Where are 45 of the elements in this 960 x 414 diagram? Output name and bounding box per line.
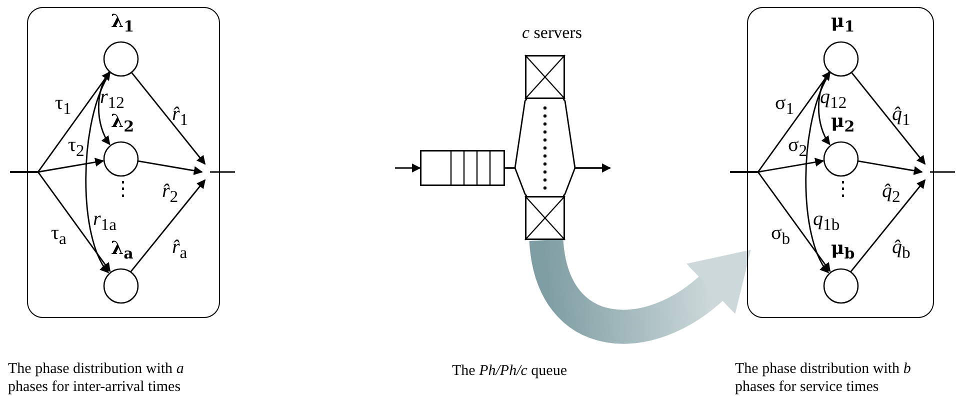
caption: The Ph/Ph/c queue (452, 362, 568, 380)
arrow (730, 171, 831, 272)
edge-label: r$_{1a}$ (93, 208, 117, 236)
edge-label: τ$_{1}$ (55, 92, 72, 120)
phase-panel (747, 7, 934, 318)
arrow (562, 164, 611, 196)
ellipsis: ⋮ (113, 178, 133, 200)
edge-label: r$_{12}$ (100, 86, 124, 114)
arrow (130, 70, 206, 165)
caption: The phase distribution with b phases for service times (735, 360, 912, 396)
phase-panel (27, 7, 220, 318)
arrow (850, 179, 926, 272)
arrow (395, 164, 421, 172)
edge-label: q̂$_{2}$ (882, 180, 900, 208)
rate-label: μ$_{2}$ (831, 111, 855, 138)
rate-label: μ$_{b}$ (831, 238, 855, 265)
arrow (10, 171, 111, 272)
edge-label: σ$_{1}$ (775, 92, 794, 120)
edge-label: τ$_{2}$ (68, 134, 84, 162)
arrow (130, 179, 206, 272)
arrow (136, 160, 203, 176)
rate-label: μ$_{1}$ (831, 11, 855, 38)
rate-label: λ$_{1}$ (111, 11, 134, 38)
caption: The phase distribution with a phases for inter-arrival times (8, 360, 185, 396)
arrow (98, 71, 110, 146)
edge-label: τ$_{a}$ (51, 222, 66, 250)
arrow (856, 160, 923, 176)
edge-label: r̂$_{1}$ (172, 103, 188, 131)
arrow (85, 72, 112, 274)
edge-label: r̂$_{a}$ (172, 236, 188, 264)
edge-label: r̂$_{2}$ (162, 180, 178, 208)
edge-label: q̂$_{b}$ (892, 236, 910, 264)
edge-label: σ$_{2}$ (788, 134, 808, 162)
curved-arrow (529, 238, 754, 344)
rate-label: λ$_{a}$ (111, 238, 134, 265)
arrow (818, 71, 830, 146)
rate-label: λ$_{2}$ (111, 111, 134, 138)
edge-label: q$_{1b}$ (813, 208, 840, 236)
servers-label: c servers (522, 22, 582, 44)
edge-label: σ$_{b}$ (771, 222, 790, 250)
edge-label: q̂$_{1}$ (892, 103, 910, 131)
ellipsis: ⋮ (833, 178, 853, 200)
edge-label: q$_{12}$ (820, 86, 847, 114)
arrow (805, 72, 832, 274)
arrow (850, 70, 926, 165)
